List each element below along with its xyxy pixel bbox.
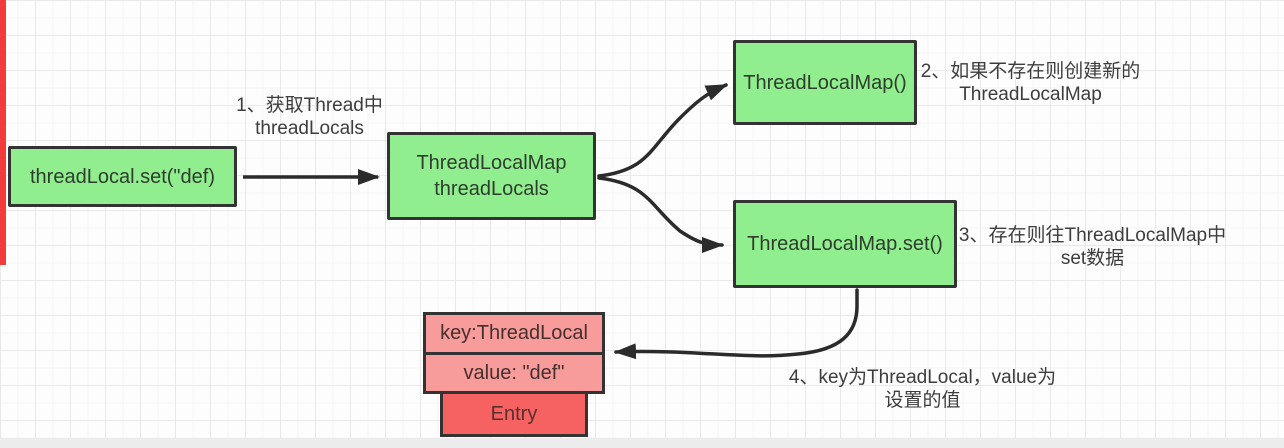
bottom-gray-edge-strip: [0, 438, 1284, 448]
arrow-map-set-to-entry: [614, 288, 859, 360]
entry-key-row: key:ThreadLocal: [423, 312, 605, 355]
arrow-threadlocals-to-map-new: [597, 83, 728, 178]
annotation-step3: 3、存在则往ThreadLocalMap中 set数据: [950, 224, 1235, 270]
node-threadlocals: ThreadLocalMap threadLocals: [387, 132, 596, 220]
entry-title-label: Entry: [490, 402, 538, 425]
node-threadlocalmap-set: ThreadLocalMap.set(): [733, 200, 957, 288]
annotation-step3-line2: set数据: [1060, 248, 1125, 270]
annotation-step1: 1、获取Thread中 threadLocals: [222, 94, 397, 140]
left-red-edge-strip: [0, 0, 6, 265]
arrow-threadlocals-to-map-set: [597, 176, 724, 253]
node-threadlocals-line2: threadLocals: [434, 178, 549, 200]
entry-value-row: value: "def": [423, 352, 605, 394]
node-threadlocalmap-constructor: ThreadLocalMap(): [733, 40, 917, 125]
annotation-step2: 2、如果不存在则创建新的 ThreadLocalMap: [913, 60, 1148, 106]
annotation-step4-line1: 4、key为ThreadLocal，value为: [788, 367, 1057, 388]
annotation-step2-line1: 2、如果不存在则创建新的: [920, 61, 1141, 82]
node-threadlocal-set: threadLocal.set("def): [8, 146, 237, 207]
node-threadlocal-set-label: threadLocal.set("def): [30, 165, 215, 188]
entry-title-row: Entry: [440, 391, 588, 437]
annotation-step3-line1: 3、存在则往ThreadLocalMap中: [958, 225, 1227, 246]
node-threadlocals-line1: ThreadLocalMap: [416, 152, 567, 174]
annotation-step4: 4、key为ThreadLocal，value为 设置的值: [770, 366, 1075, 412]
annotation-step1-line1: 1、获取Thread中: [236, 95, 383, 116]
entry-key-label: key:ThreadLocal: [440, 322, 588, 344]
node-threadlocalmap-constructor-label: ThreadLocalMap(): [743, 71, 907, 94]
node-threadlocalmap-set-label: ThreadLocalMap.set(): [747, 233, 943, 255]
annotation-step1-line2: threadLocals: [255, 118, 364, 140]
entry-value-label: value: "def": [463, 361, 565, 384]
annotation-step4-line2: 设置的值: [884, 390, 961, 412]
annotation-step2-line2: ThreadLocalMap: [959, 84, 1102, 106]
